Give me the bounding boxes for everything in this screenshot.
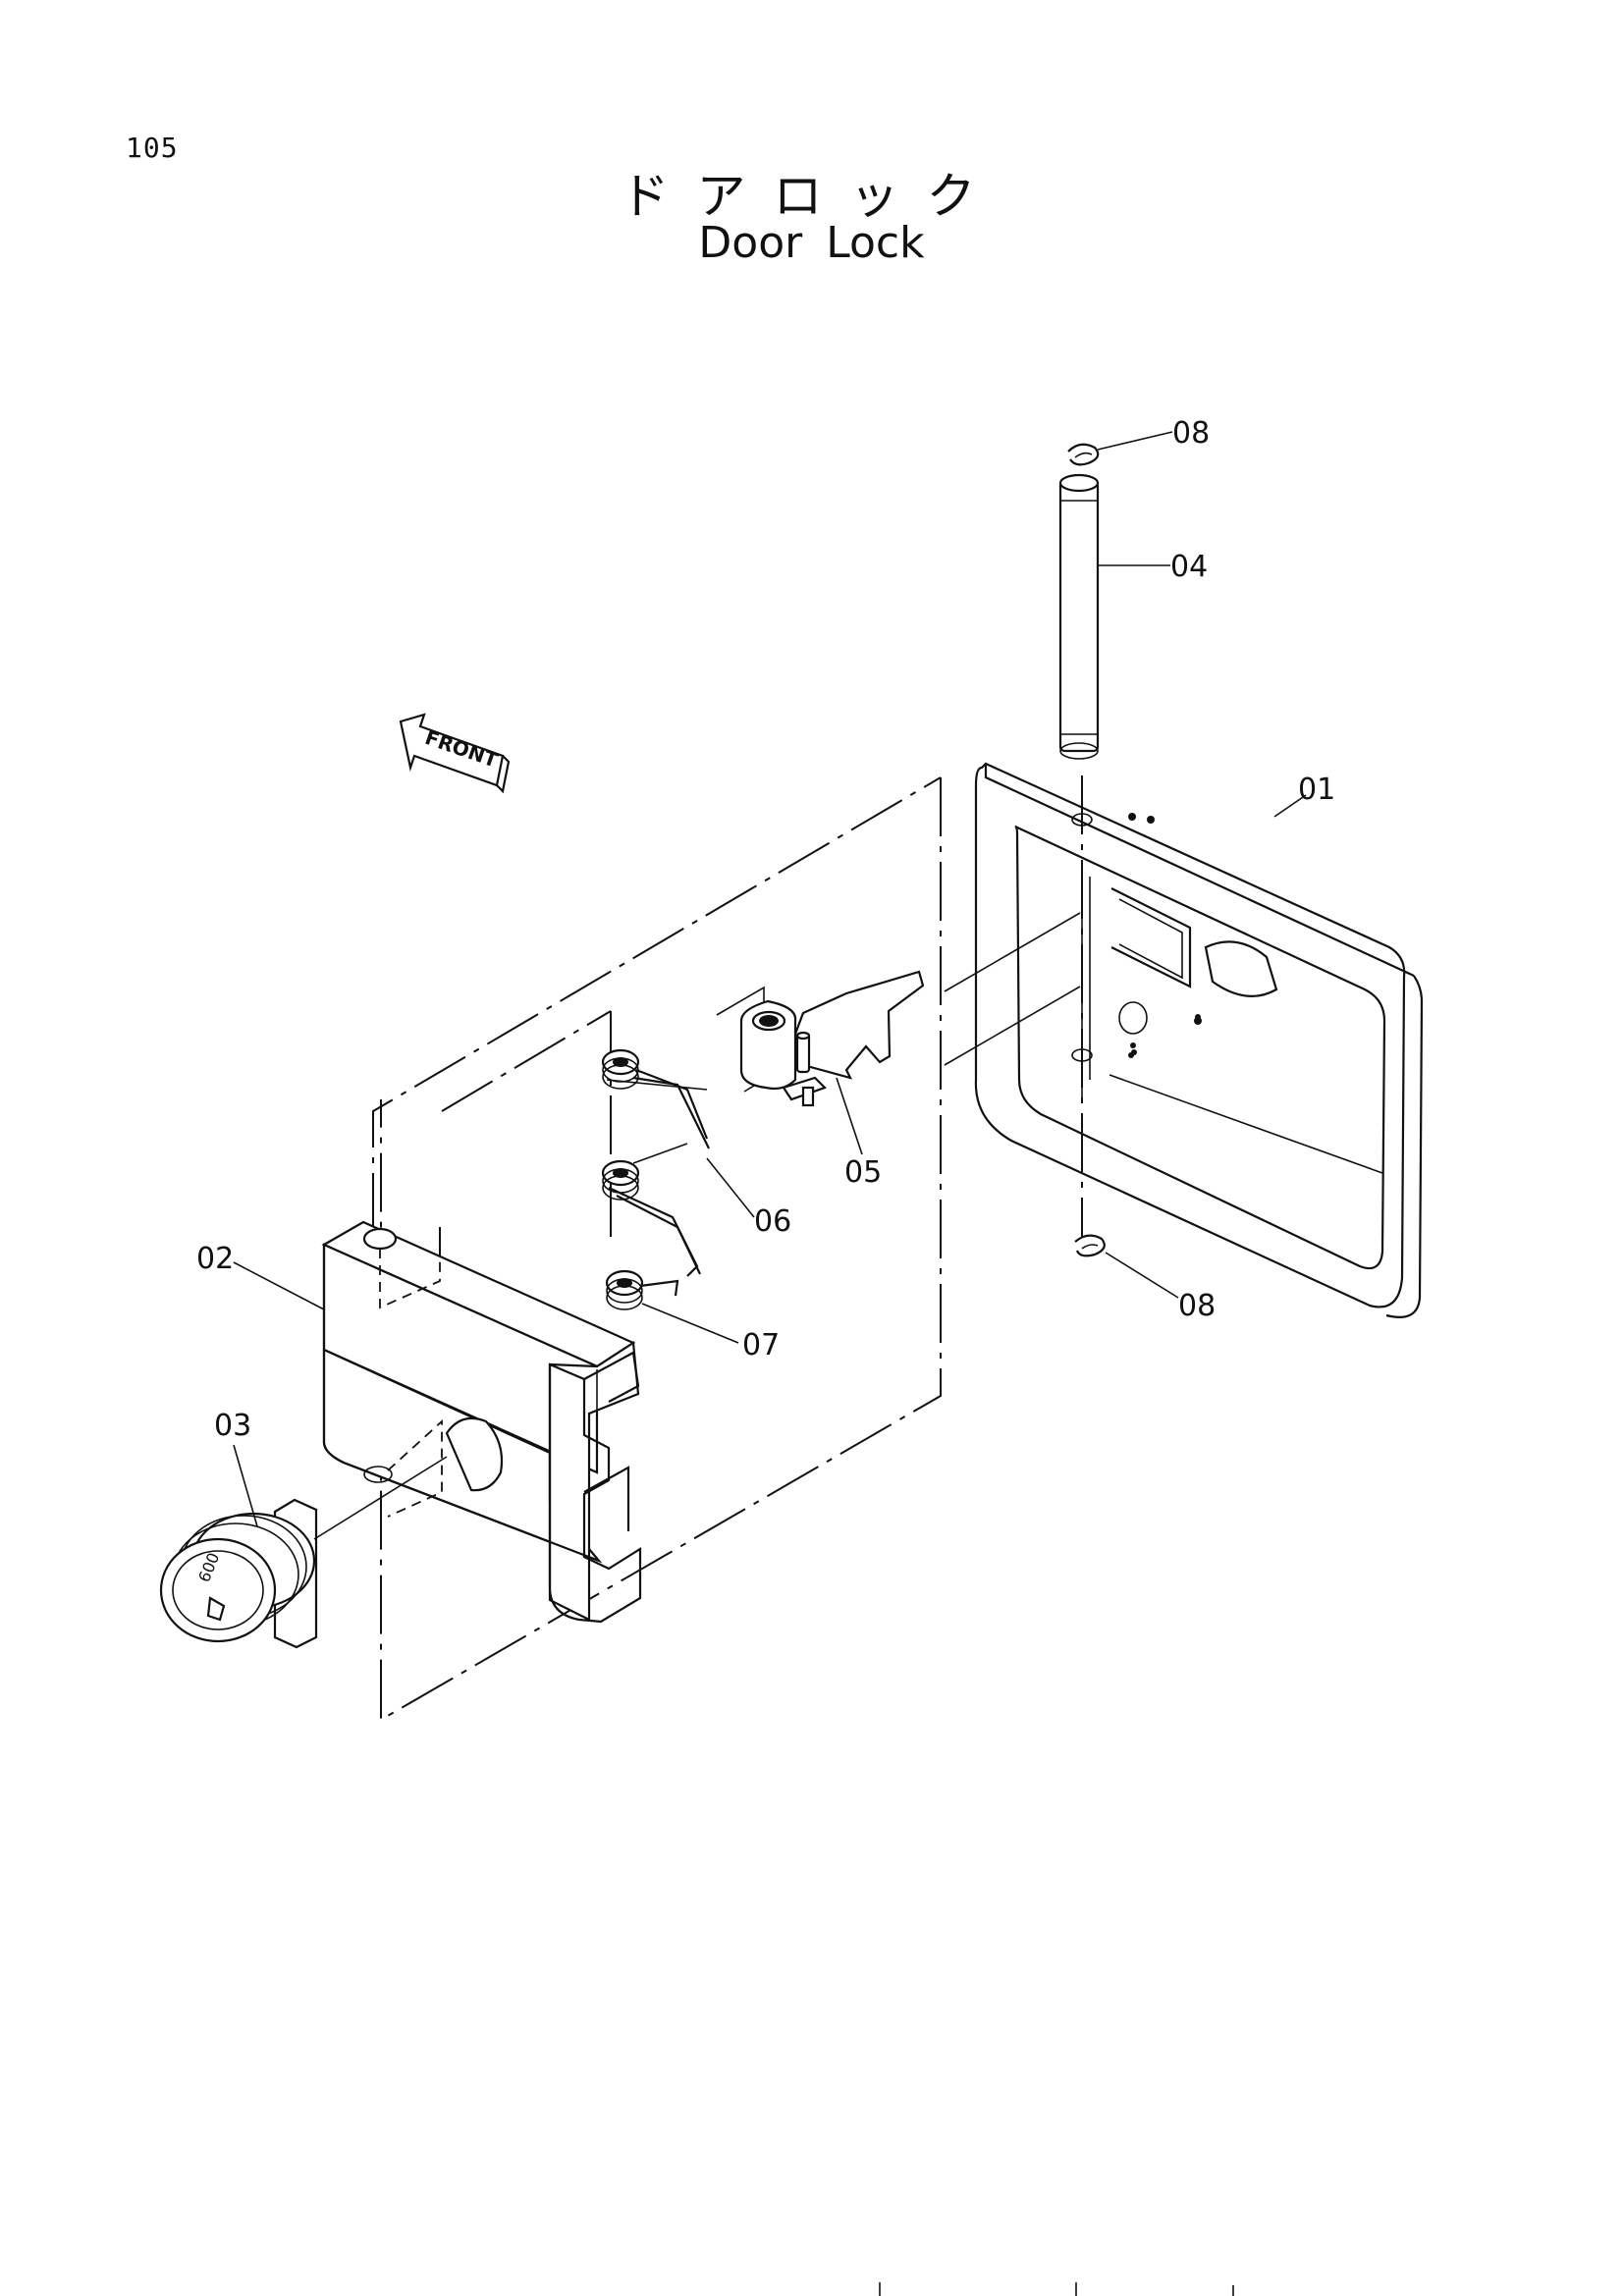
lock-body-part	[321, 1220, 642, 1624]
spring-middle-part	[601, 1143, 701, 1277]
key-cylinder-part: 600	[159, 1456, 448, 1649]
page-number: 105	[126, 132, 179, 164]
callout-label-05: 05	[844, 1155, 882, 1190]
latch-part	[716, 970, 925, 1107]
callout-08-top: 08	[1097, 416, 1210, 451]
callout-07: 07	[641, 1303, 780, 1362]
callout-label-08-bottom: 08	[1178, 1289, 1216, 1323]
title-japanese: ドアロック	[620, 168, 1003, 225]
callout-05: 05	[836, 1077, 882, 1190]
spring-upper-part	[601, 1048, 710, 1149]
callout-06: 06	[706, 1157, 791, 1239]
callout-label-07: 07	[742, 1328, 780, 1362]
scan-marks	[879, 2282, 1234, 2296]
spring-lower-part	[605, 1269, 679, 1310]
title-english: Door Lock	[698, 218, 925, 268]
callout-03: 03	[214, 1409, 258, 1527]
snap-ring-top-part	[1067, 443, 1100, 466]
callout-label-08-top: 08	[1172, 416, 1210, 451]
snap-ring-bottom-part	[1074, 1234, 1106, 1257]
callout-02: 02	[196, 1242, 325, 1310]
callout-label-04: 04	[1170, 550, 1208, 584]
callout-label-03: 03	[214, 1409, 251, 1443]
callout-label-01: 01	[1298, 773, 1335, 807]
callout-label-02: 02	[196, 1242, 234, 1276]
callout-08-bottom: 08	[1105, 1252, 1216, 1323]
callout-01: 01	[1273, 773, 1335, 818]
frame-part	[974, 762, 1424, 1318]
callout-04: 04	[1098, 550, 1208, 584]
front-arrow-icon: FRONT	[399, 713, 511, 794]
pin-part	[1058, 473, 1100, 760]
callout-label-06: 06	[754, 1204, 791, 1239]
